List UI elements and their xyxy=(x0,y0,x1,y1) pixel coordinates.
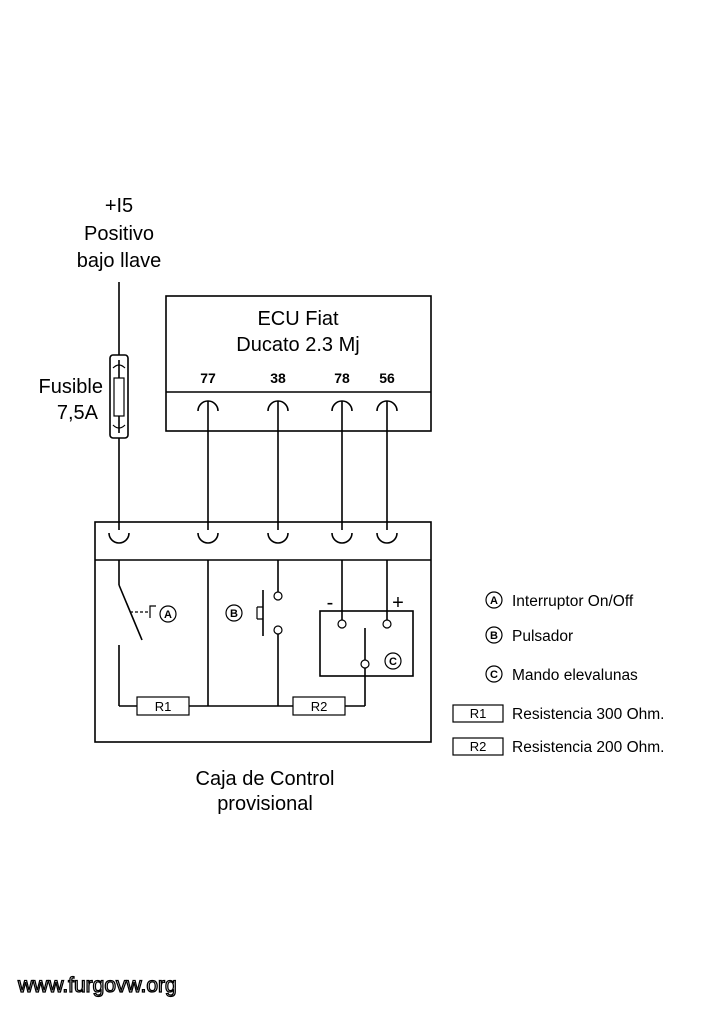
control-box-title-line1: Caja de Control xyxy=(196,768,335,790)
legend-item-b-tag: B xyxy=(490,630,498,642)
resistor-r2-label: R2 xyxy=(311,699,328,714)
ecu-pin-77: 77 xyxy=(200,370,216,386)
pushbutton-b-contact-bottom xyxy=(273,625,283,635)
legend: A Interruptor On/Off B Pulsador C Mando … xyxy=(452,591,665,756)
legend-item-c: C Mando elevalunas xyxy=(485,665,638,684)
switch-a-tag: A xyxy=(164,609,172,621)
fuse-label-line1: Fusible xyxy=(39,376,103,398)
box-terminal-77 xyxy=(197,532,219,544)
box-terminal-78 xyxy=(331,532,353,544)
control-box: A B - + C xyxy=(94,521,432,743)
fuse-element xyxy=(113,377,125,417)
ecu-title-line2: Ducato 2.3 Mj xyxy=(236,334,359,356)
pushbutton-b-circle xyxy=(225,604,243,622)
pushbutton-b: B xyxy=(225,560,283,706)
legend-item-c-text: Mando elevalunas xyxy=(512,667,638,684)
ecu-pin-78: 78 xyxy=(334,370,350,386)
pushbutton-b-contact-top xyxy=(273,591,283,601)
switch-a-actuator xyxy=(149,605,156,618)
supply-label-line1: +I5 xyxy=(105,195,133,217)
legend-item-c-circle xyxy=(485,665,503,683)
resistor-r1-label: R1 xyxy=(155,699,172,714)
window-control-contact-common xyxy=(360,659,370,669)
box-terminal-38 xyxy=(267,532,289,544)
box-terminal-56 xyxy=(376,532,398,544)
ecu-title-line1: ECU Fiat xyxy=(257,308,339,330)
legend-resistor-r1-text: Resistencia 300 Ohm. xyxy=(512,706,665,723)
window-control-contact-minus xyxy=(337,619,347,629)
supply-label: +I5 Positivo bajo llave xyxy=(77,195,162,272)
window-control-circle xyxy=(384,652,402,670)
legend-resistor-r2: R2 Resistencia 200 Ohm. xyxy=(452,737,665,756)
window-control-c: - + C xyxy=(319,560,414,706)
legend-item-b-circle xyxy=(485,626,503,644)
switch-a: A xyxy=(118,560,177,706)
legend-item-b-text: Pulsador xyxy=(512,628,573,645)
window-control-outline xyxy=(319,610,414,677)
switch-a-circle xyxy=(159,605,177,623)
pushbutton-b-tag: B xyxy=(230,608,238,620)
supply-label-line2: Positivo xyxy=(84,223,154,245)
minus-sign: - xyxy=(327,592,334,614)
control-box-outline xyxy=(94,521,432,743)
watermark: www.furgovw.org xyxy=(17,974,177,997)
legend-item-b: B Pulsador xyxy=(485,626,573,645)
legend-resistor-r2-box xyxy=(452,737,504,756)
window-control-tag: C xyxy=(389,656,397,668)
ecu-box: ECU Fiat Ducato 2.3 Mj 77 38 78 56 xyxy=(165,295,432,432)
window-control-contact-plus xyxy=(382,619,392,629)
legend-item-c-tag: C xyxy=(490,669,498,681)
box-terminal-supply xyxy=(108,532,130,544)
pushbutton-b-actuator xyxy=(256,606,263,620)
legend-item-a: A Interruptor On/Off xyxy=(485,591,634,610)
legend-item-a-circle xyxy=(485,591,503,609)
legend-resistor-r1: R1 Resistencia 300 Ohm. xyxy=(452,704,665,723)
ecu-to-box-wires xyxy=(207,401,388,530)
legend-resistor-r2-text: Resistencia 200 Ohm. xyxy=(512,739,665,756)
ecu-pin-56: 56 xyxy=(379,370,395,386)
fuse-label-line2: 7,5A xyxy=(57,402,99,424)
ecu-pin-38: 38 xyxy=(270,370,286,386)
legend-item-a-tag: A xyxy=(490,595,498,607)
legend-item-a-text: Interruptor On/Off xyxy=(512,593,634,610)
control-box-title-line2: provisional xyxy=(217,793,313,815)
legend-resistor-r2-tag: R2 xyxy=(470,739,487,754)
supply-label-line3: bajo llave xyxy=(77,250,162,272)
ecu-outline xyxy=(165,295,432,432)
fuse xyxy=(109,354,129,439)
legend-resistor-r1-box xyxy=(452,704,504,723)
resistor-bus: R1 R2 xyxy=(119,696,365,716)
plus-sign: + xyxy=(392,592,404,614)
legend-resistor-r1-tag: R1 xyxy=(470,706,487,721)
